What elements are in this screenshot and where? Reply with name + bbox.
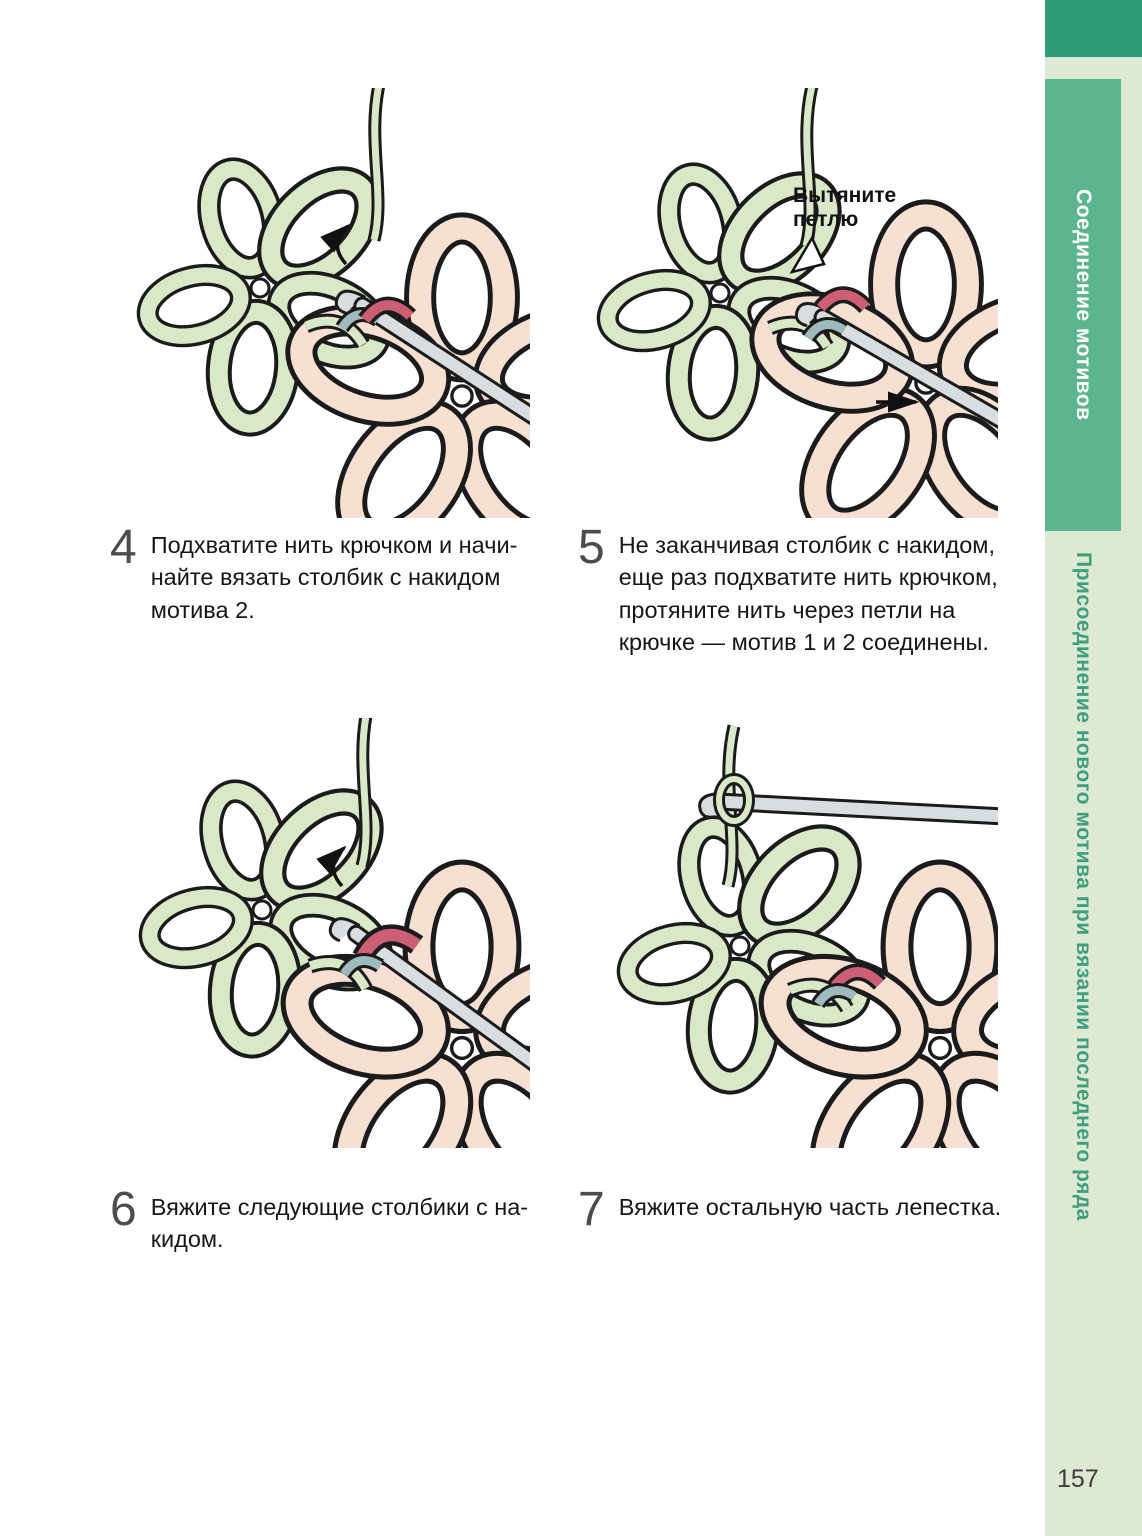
step-number: 4 [110,521,137,574]
illustration-step-6 [110,718,530,1148]
crochet-diagram-step-6 [110,718,530,1148]
section-tab-label: Соединение мотивов [1072,189,1095,421]
green-motif [143,784,393,1049]
step5-callout-label: Вытяните петлю [793,184,897,232]
crochet-diagram-step-5 [578,88,998,518]
loop-on-hook [713,773,755,827]
working-yarn [374,88,380,240]
direction-arrow [316,845,347,888]
caption-step-6: 6 Вяжите следующие столбики с на- кидом. [110,1186,542,1256]
step-caption: Подхватите нить крючком и начи- найте вя… [150,532,518,623]
sidebar: Соединение мотивов Присоединение нового … [1045,0,1142,1536]
sidebar-top-accent [1045,0,1142,57]
caption-step-7: 7 Вяжите остальную часть лепестка. [578,1186,1010,1234]
working-yarn [362,718,368,866]
callout-pointer [789,235,826,274]
direction-arrow [320,223,351,266]
illustration-step-4 [110,88,530,518]
step-caption: Вяжите следующие столбики с на- кидом. [150,1194,529,1253]
caption-step-4: 4 Подхватите нить крючком и начи- найте … [110,524,542,626]
step-number: 5 [578,521,605,574]
step-number: 6 [110,1183,137,1236]
page-number: 157 [1057,1465,1099,1493]
illustration-step-7 [578,718,998,1148]
crochet-diagram-step-7 [578,718,998,1148]
section-side-label: Присоединение нового мотива при вязании … [1072,552,1095,1221]
caption-step-5: 5 Не заканчивая столбик с накидом, еще р… [578,524,1010,659]
crochet-diagram-step-4 [110,88,530,518]
section-tab: Соединение мотивов [1045,79,1121,531]
step-caption: Вяжите остальную часть лепестка. [618,1194,1002,1220]
illustration-step-5: Вытяните петлю [578,88,998,518]
step-number: 7 [578,1183,605,1236]
step-caption: Не заканчивая столбик с накидом, еще раз… [618,532,998,656]
